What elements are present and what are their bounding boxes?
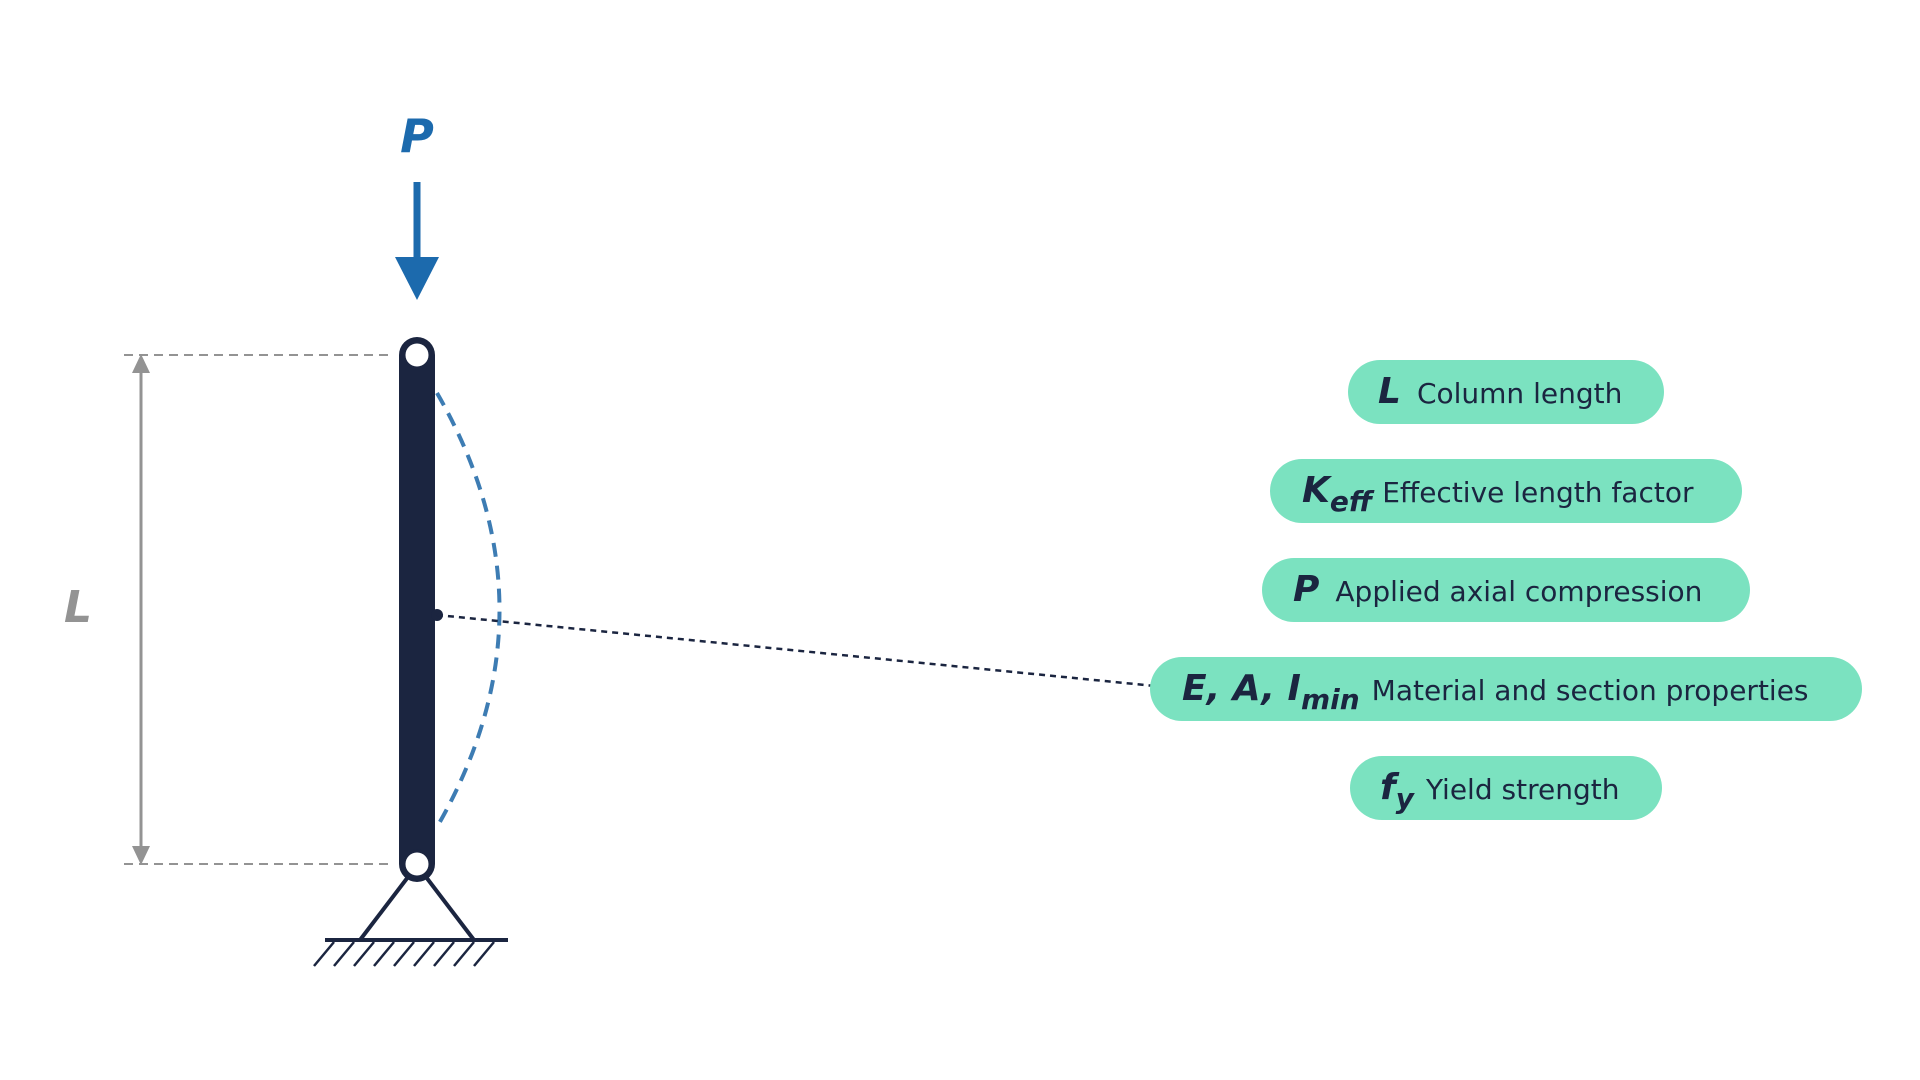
parameter-symbol: K [1302,470,1333,511]
parameter-symbol: f [1380,767,1400,808]
pin-support [325,875,508,942]
parameter-pill-yield-strength: fy Yield strength [1350,756,1662,820]
load-arrow [395,182,439,300]
parameter-pill-column-length: L Column length [1348,360,1664,424]
top-pin [402,340,432,370]
length-dimension-arrow [132,354,150,865]
parameter-symbol: P [1293,569,1319,610]
column [399,337,435,882]
load-label: P [400,109,434,163]
buckled-shape-curve [435,392,502,828]
parameter-description: Material and section properties [1372,674,1809,707]
parameter-description: Effective length factor [1382,476,1694,509]
parameter-pill-applied-axial-compression: P Applied axial compression [1262,558,1750,622]
parameter-description: Yield strength [1425,773,1620,806]
parameter-symbol: L [1378,371,1401,412]
parameter-pill-material-section-properties: E, A, Imin Material and section propertie… [1150,657,1862,721]
parameter-subscript: y [1396,782,1416,815]
parameter-description: Column length [1417,377,1622,410]
bottom-pin [402,849,432,879]
ground-hatch [313,941,495,967]
parameter-subscript: min [1301,683,1360,716]
parameter-symbol: E, A, I [1182,668,1301,709]
parameter-subscript: eff [1330,485,1375,518]
leader-line [436,613,1166,689]
length-dimension-label: L [64,582,92,633]
parameter-description: Applied axial compression [1335,575,1702,608]
